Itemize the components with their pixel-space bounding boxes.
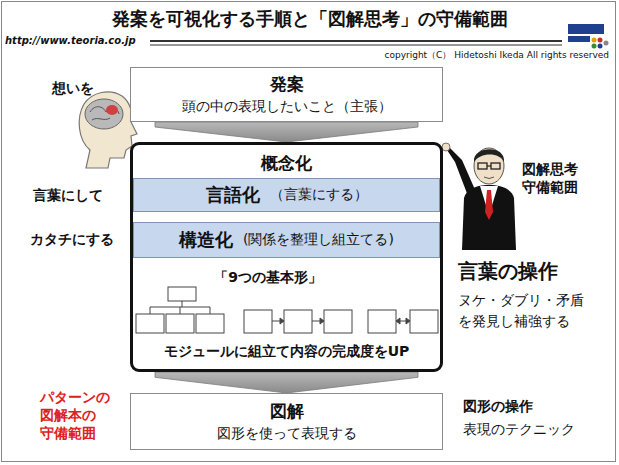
operation-note: ヌケ・ダブリ・矛盾 を発見し補強する: [458, 290, 608, 332]
url-text: http://www.teoria.co.jp: [5, 35, 136, 46]
node-text: 「9つの基本形」: [188, 269, 348, 287]
idea-box: 発案頭の中の表現したいこと（主張）: [130, 67, 443, 122]
flow-arrow: [155, 122, 418, 142]
node-text: モジュールに組立て内容の完成度をUP: [133, 343, 440, 361]
node-text: 図形を使って表現する: [217, 425, 357, 443]
process-band: 構造化 (関係を整理し組立てる): [133, 222, 440, 258]
operation-heading: 図形の操作: [463, 398, 533, 416]
node-heading: 概念化: [133, 152, 440, 175]
scope-note: 図解思考 守備範囲: [522, 160, 598, 196]
process-band: 言語化 （言葉にする）: [133, 178, 440, 212]
side-label: カタチにする: [30, 231, 114, 249]
pointing-man: [442, 143, 516, 250]
thinking-head: [79, 92, 137, 168]
tree-form: [136, 287, 224, 333]
mutual-form: [368, 310, 438, 333]
node-heading: 発案: [270, 73, 304, 96]
node-text: 頭の中の表現したいこと（主張）: [182, 98, 392, 116]
scope-note: パターンの 図解本の 守備範囲: [40, 388, 124, 443]
title-rule: [150, 45, 562, 46]
operation-note: 表現のテクニック: [463, 421, 575, 439]
copyright-text: copyright（C） Hidetoshi Ikeda All rights …: [384, 49, 609, 62]
node-text: (関係を整理し組立てる): [243, 231, 394, 249]
page-title: 発案を可視化する手順と「図解思考」の守備範囲: [0, 7, 619, 31]
side-label: 想いを: [52, 80, 94, 98]
node-heading: 構造化: [179, 228, 233, 252]
node-heading: 図解: [270, 400, 304, 423]
side-label: 言葉にして: [33, 187, 103, 205]
logo: [568, 24, 609, 49]
figure-box: 図解図形を使って表現する: [130, 393, 443, 450]
flow-arrow: [155, 372, 418, 393]
sequence-form: [244, 310, 352, 333]
operation-heading: 言葉の操作: [458, 258, 558, 285]
concept-frame: 概念化「9つの基本形」モジュールに組立て内容の完成度をUP 言語化 （言葉にする） 構…: [130, 142, 443, 372]
node-text: （言葉にする）: [270, 186, 368, 204]
title-rule: [150, 40, 562, 42]
node-heading: 言語化: [206, 183, 260, 207]
